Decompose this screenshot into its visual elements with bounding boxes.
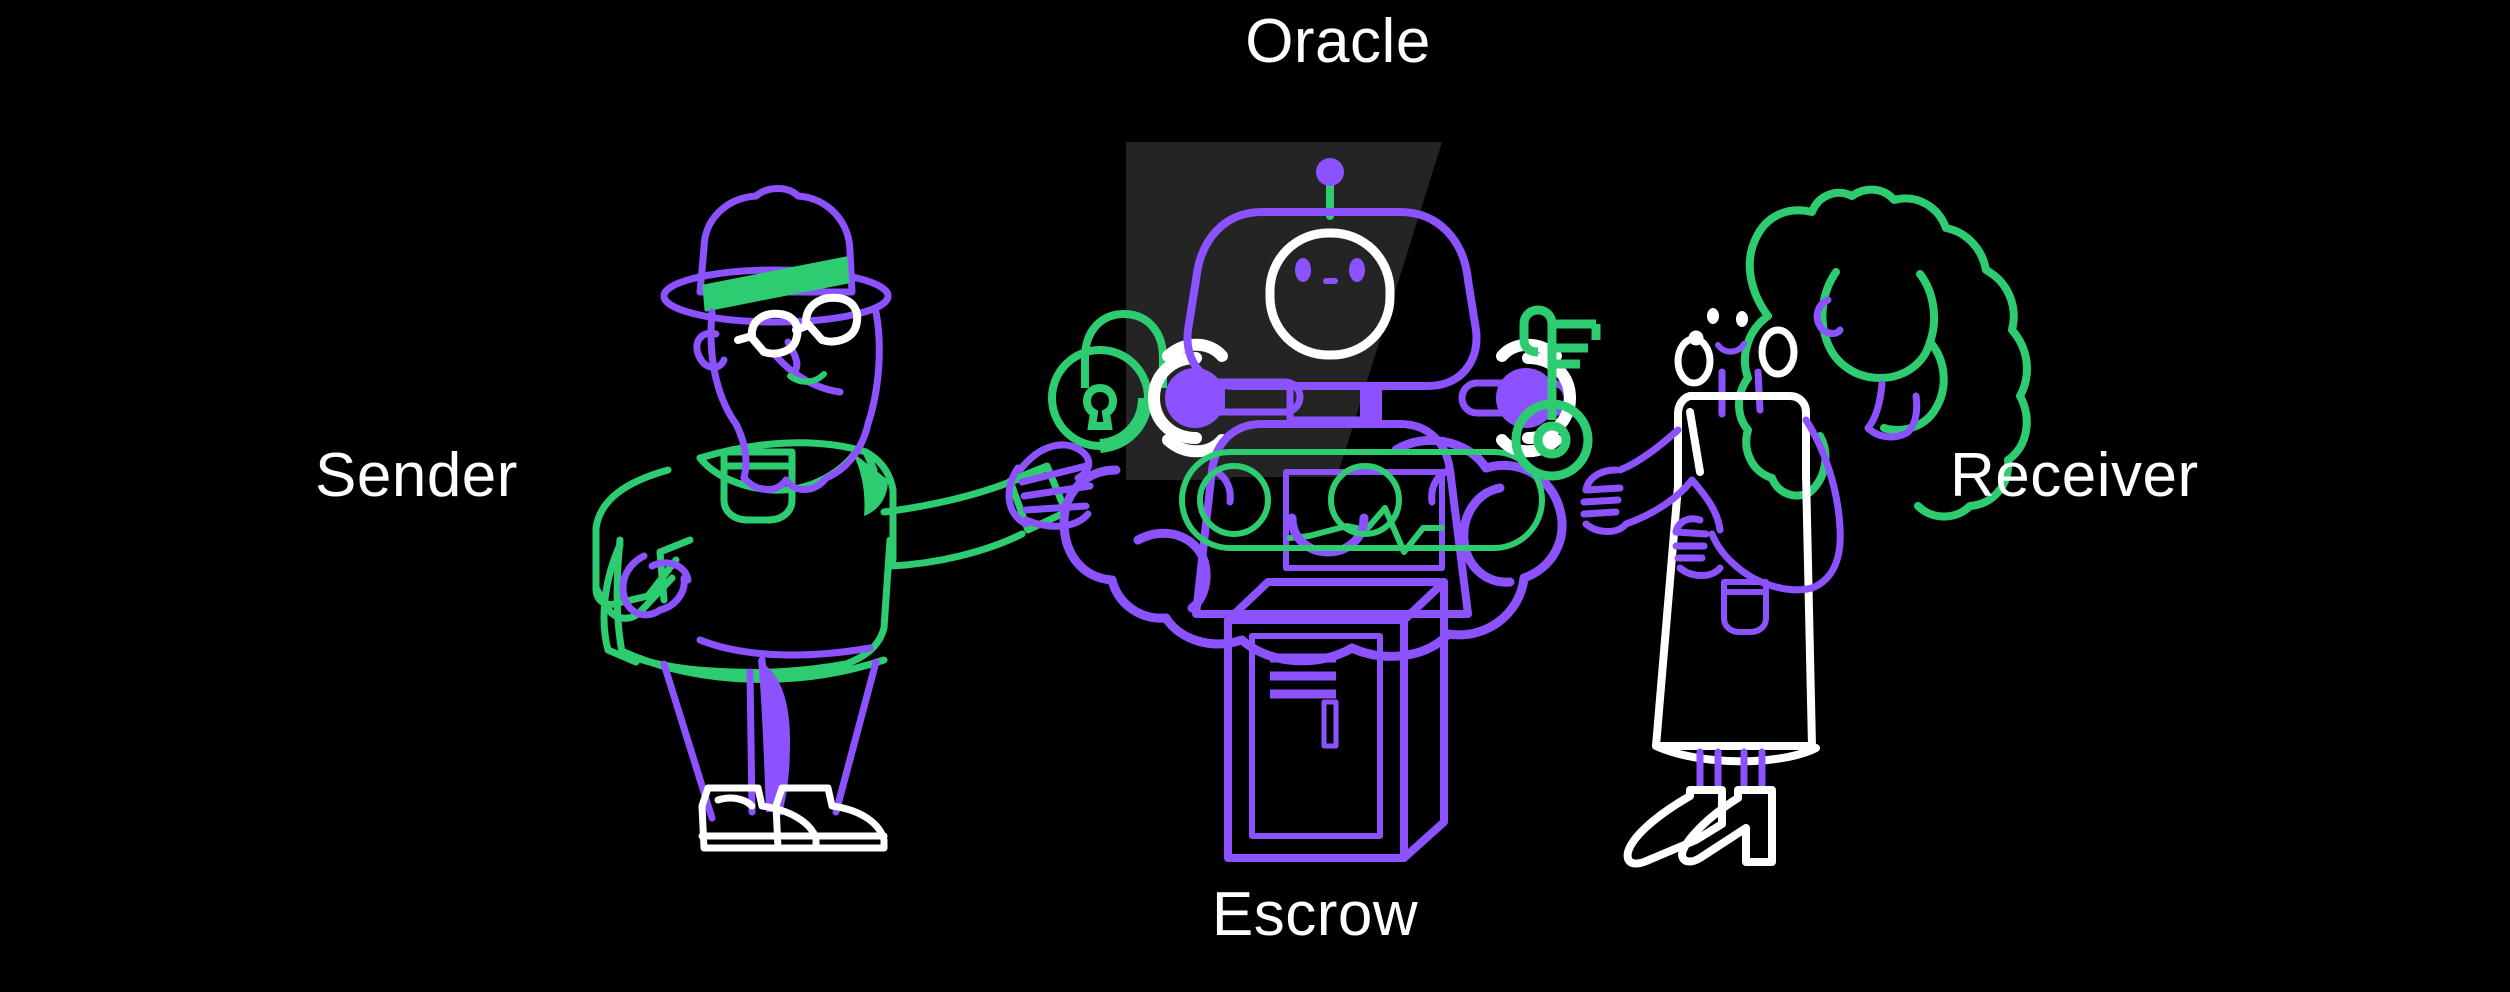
locker-handle [1321,699,1339,749]
receiver-shoes [1623,786,1776,868]
robot-mouth [1323,278,1338,284]
receiver-dress [1652,392,1820,766]
label-escrow: Escrow [1212,880,1418,949]
sender-hand [1005,441,1094,530]
locker-vents [1270,653,1336,699]
robot-head [1183,208,1481,390]
hoverboard-wheel-right [1328,463,1402,537]
robot-cloud-detail-right [1459,483,1515,587]
robot-cloud-detail [1133,528,1211,613]
receiver-dress-pocket [1721,579,1769,635]
receiver-figure [1580,185,2031,868]
oracle-robot [1059,158,1567,666]
receiver-eye-1 [1707,308,1719,324]
sender-mouth [787,371,827,385]
hoverboard-wheel-left [1197,463,1271,537]
robot-torso [1192,420,1472,618]
sender-hip-hand [619,552,692,619]
escrow-locker [1224,578,1448,862]
sender-sunglasses [734,293,862,358]
key-icon [1511,305,1601,481]
receiver-earrings [1674,326,1798,387]
robot-face-screen [1265,228,1395,360]
locker-door [1249,633,1383,839]
robot-arm-right [1428,466,1454,506]
label-oracle: Oracle [1245,7,1431,76]
sender-sweater [592,439,1070,683]
label-receiver: Receiver [1950,441,2199,510]
receiver-mouth [1715,341,1747,355]
receiver-legs [1696,748,1766,794]
sender-head [660,185,892,493]
receiver-arms [1580,416,1844,594]
receiver-head [1813,296,1921,441]
robot-eye-left [1295,258,1311,282]
locker-side [1400,578,1448,862]
receiver-eye-2 [1736,311,1748,327]
label-sender: Sender [315,441,518,510]
oracle-receiver-connector [1458,305,1601,481]
sender-shoes [698,784,888,852]
sender-figure [592,185,1094,852]
hoverboard-visual [1179,449,1545,551]
robot-cloud [1059,435,1567,666]
robot-eye-right [1349,258,1365,282]
chart-box [1283,469,1445,571]
robot-hoverboard [1179,449,1545,551]
receiver-hair [1735,185,2031,521]
